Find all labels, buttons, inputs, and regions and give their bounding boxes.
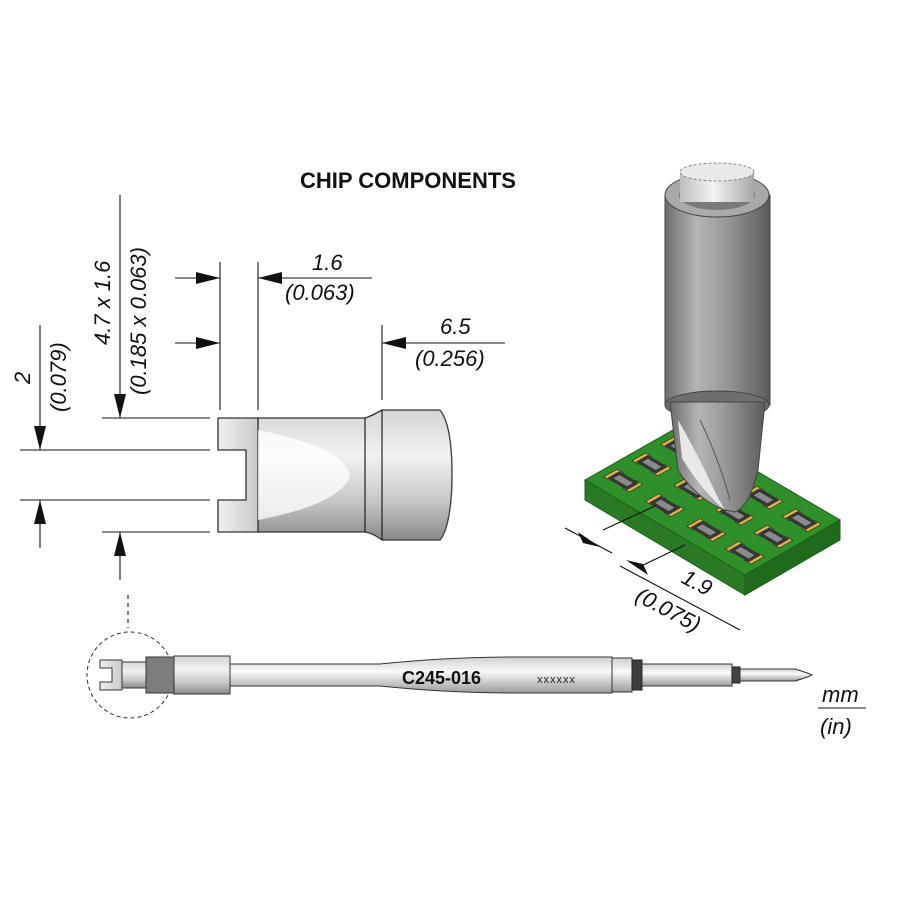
tip-head bbox=[257, 409, 453, 541]
tip-width-in: (0.063) bbox=[285, 280, 355, 305]
slot-mm: 2 bbox=[10, 372, 35, 385]
tip-blade-shade bbox=[258, 430, 350, 520]
smd-chip-top bbox=[752, 491, 775, 505]
dimension-arrows bbox=[34, 272, 406, 556]
smd-chips bbox=[603, 436, 822, 565]
tip-3d-view bbox=[664, 162, 771, 513]
tip-sleeve bbox=[664, 194, 771, 406]
cartridge-serial: xxxxxx bbox=[537, 674, 576, 686]
overall-in: (0.185 x 0.063) bbox=[126, 247, 151, 395]
tip-front-view bbox=[217, 409, 453, 541]
overall-mm: 4.7 x 1.6 bbox=[90, 260, 115, 345]
pad-pitch-dimension bbox=[564, 505, 741, 631]
tip-length-mm: 6.5 bbox=[440, 314, 471, 339]
slot-in: (0.079) bbox=[46, 342, 71, 412]
cartridge-side-view bbox=[86, 631, 814, 719]
tip-width-mm: 1.6 bbox=[312, 250, 343, 275]
cartridge-model: C245-016 bbox=[402, 668, 481, 688]
cartridge-shaft bbox=[229, 656, 613, 694]
smd-chip-top bbox=[790, 513, 813, 527]
smd-chip-top bbox=[640, 457, 663, 471]
tip-3d-blade bbox=[669, 401, 766, 513]
tip-length-in: (0.256) bbox=[415, 346, 485, 371]
smd-chip-top bbox=[762, 530, 785, 544]
unit-imperial: (in) bbox=[820, 714, 852, 739]
diagram-title: CHIP COMPONENTS bbox=[300, 168, 516, 193]
tip-fork bbox=[217, 417, 259, 533]
pcb-board-side-right bbox=[744, 519, 841, 596]
unit-metric: mm bbox=[822, 682, 859, 707]
smd-chip-top bbox=[612, 474, 635, 488]
smd-chip-top bbox=[695, 523, 718, 537]
smd-chip-top bbox=[733, 546, 756, 560]
smd-chip-top bbox=[653, 498, 676, 512]
